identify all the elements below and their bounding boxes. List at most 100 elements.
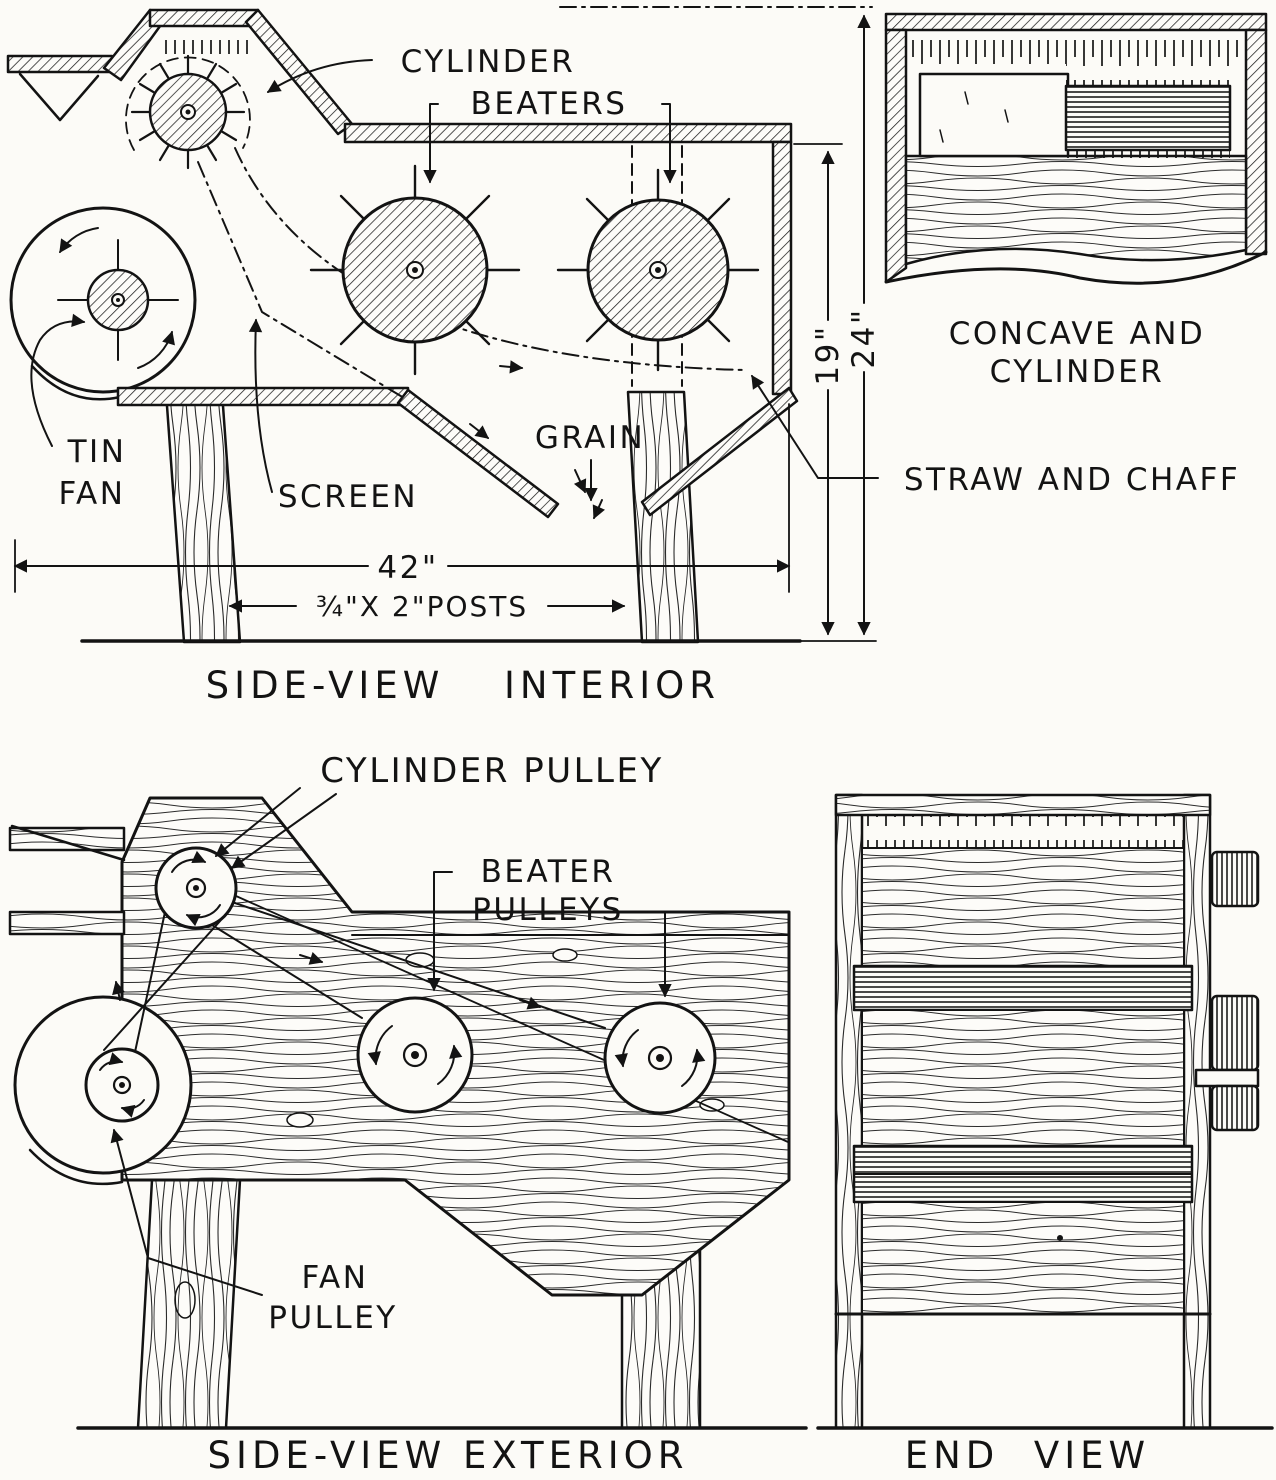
rotation-arrow-icon <box>367 1025 393 1066</box>
detail-caption-1: CONCAVE AND <box>949 316 1206 352</box>
beater-pulleys-label-1: BEATER <box>481 854 616 890</box>
cylinder-pulley-label: CYLINDER PULLEY <box>320 751 663 791</box>
rotation-arrow-icon <box>185 904 221 927</box>
dimension-24: 24" <box>846 14 882 636</box>
rotation-arrow-icon <box>437 1044 463 1085</box>
end-dark-band-1 <box>852 964 1194 1012</box>
rotation-arrow-icon <box>99 1052 124 1071</box>
rotation-arrow-icon <box>171 850 207 873</box>
end-beater-pulley <box>1210 994 1260 1072</box>
screen-line <box>197 161 405 399</box>
end-right-post <box>1182 793 1212 1430</box>
tooth-mark <box>964 91 969 105</box>
feed-table-bracket <box>18 72 100 122</box>
grain-label: GRAIN <box>535 420 645 456</box>
beaters-leader-right <box>661 103 677 184</box>
feed-board-lower <box>8 910 126 936</box>
screen-flow-arrow <box>469 423 490 439</box>
beater-left <box>309 164 521 376</box>
fan-pulley-label-1: FAN <box>302 1260 369 1296</box>
interior-left-post <box>164 390 242 644</box>
beater-pulley-right <box>603 1001 717 1115</box>
end-top-board <box>834 793 1212 817</box>
end-board-c <box>861 1201 1185 1315</box>
feed-chute-edge <box>10 824 126 862</box>
exterior-left-post <box>136 1178 242 1430</box>
wood-knot <box>286 1112 314 1128</box>
detail-cylinder-teeth-top <box>1066 64 1230 86</box>
beater-pulleys-label-2: PULLEYS <box>472 892 624 928</box>
fan-label: FAN <box>59 476 126 512</box>
bottom-board <box>116 386 410 407</box>
rotation-arrow-icon <box>120 1099 145 1118</box>
interior-caption-1: SIDE-VIEW <box>206 664 445 707</box>
wood-knot <box>174 1281 196 1319</box>
end-view-drawing: END VIEW <box>816 793 1274 1477</box>
grain-pan-board <box>396 388 560 519</box>
beater-right <box>556 168 760 372</box>
fan-pulley-label-2: PULLEY <box>268 1300 397 1336</box>
end-axle <box>1194 1068 1260 1088</box>
grain-flow-arrow <box>592 499 605 520</box>
concave-cylinder-detail: CONCAVE AND CYLINDER <box>884 12 1268 390</box>
posts-note: ¾"X 2"POSTS <box>228 590 626 623</box>
detail-left-board <box>884 28 908 284</box>
fan-outlet <box>30 364 122 401</box>
cylinder-leader <box>266 59 373 93</box>
detail-caption-2: CYLINDER <box>990 354 1165 390</box>
belts <box>103 895 789 1143</box>
end-caption-2: VIEW <box>1034 1434 1150 1477</box>
concave-teeth <box>160 26 252 54</box>
dimension-19: 19" <box>793 143 846 636</box>
cylinder-pulley-leader <box>214 787 301 857</box>
end-board-a <box>861 847 1185 967</box>
screen-leader <box>248 318 273 493</box>
tin-label: TIN <box>67 434 127 470</box>
interior-caption-2: INTERIOR <box>504 664 720 707</box>
exterior-caption: SIDE-VIEW EXTERIOR <box>208 1434 689 1477</box>
rotation-arrow-icon <box>137 330 175 369</box>
tin-fan-rotor <box>57 227 179 369</box>
end-caption-1: END <box>905 1434 1000 1477</box>
cylinder-pulley-leader <box>230 793 337 869</box>
end-fan-pulley <box>1210 1084 1260 1132</box>
dimension-19-label: 19" <box>810 324 846 385</box>
funnel-right-board <box>640 386 799 517</box>
detail-concave-teeth <box>906 30 1246 64</box>
end-board-b <box>861 1009 1185 1147</box>
beater-pulley-left <box>356 996 474 1114</box>
dimension-42-label: 42" <box>377 550 438 586</box>
dimension-42: 42" <box>13 403 791 593</box>
end-cylinder-teeth <box>862 815 1184 847</box>
belt-arrow <box>112 980 126 1001</box>
cylinder-pulley <box>154 846 238 930</box>
straw-path-line <box>234 147 746 371</box>
top-housing-board <box>148 8 260 28</box>
posts-label: ¾"X 2"POSTS <box>316 590 528 623</box>
tooth-mark <box>939 129 944 143</box>
straw-flow-arrow <box>499 360 524 374</box>
cylinder-drum <box>125 54 251 170</box>
wood-knot <box>699 1098 725 1112</box>
dimension-24-label: 24" <box>846 307 882 368</box>
end-cylinder-pulley <box>1210 850 1260 908</box>
side-view-exterior-drawing: CYLINDER PULLEY BEATER PULLEYS FAN PULLE… <box>8 751 808 1477</box>
detail-wood-bed <box>904 154 1248 266</box>
beaters-leader-left <box>423 103 439 184</box>
wood-knot <box>552 948 578 962</box>
belt-arrow <box>299 952 324 965</box>
top-main-board <box>343 122 793 144</box>
grain-flow-arrow <box>573 469 587 494</box>
right-wall-board <box>771 140 793 396</box>
nail-dot <box>1057 1235 1063 1241</box>
rotation-arrow-icon <box>614 1029 639 1068</box>
detail-cylinder-bar <box>1064 84 1232 152</box>
fan-pulley-leader <box>110 1128 263 1296</box>
rotation-arrow-icon <box>681 1048 706 1087</box>
straw-leader <box>751 374 879 479</box>
housing-slope-board <box>244 8 354 136</box>
beater-pulleys-leader-right <box>647 911 672 998</box>
beaters-label: BEATERS <box>471 86 628 122</box>
